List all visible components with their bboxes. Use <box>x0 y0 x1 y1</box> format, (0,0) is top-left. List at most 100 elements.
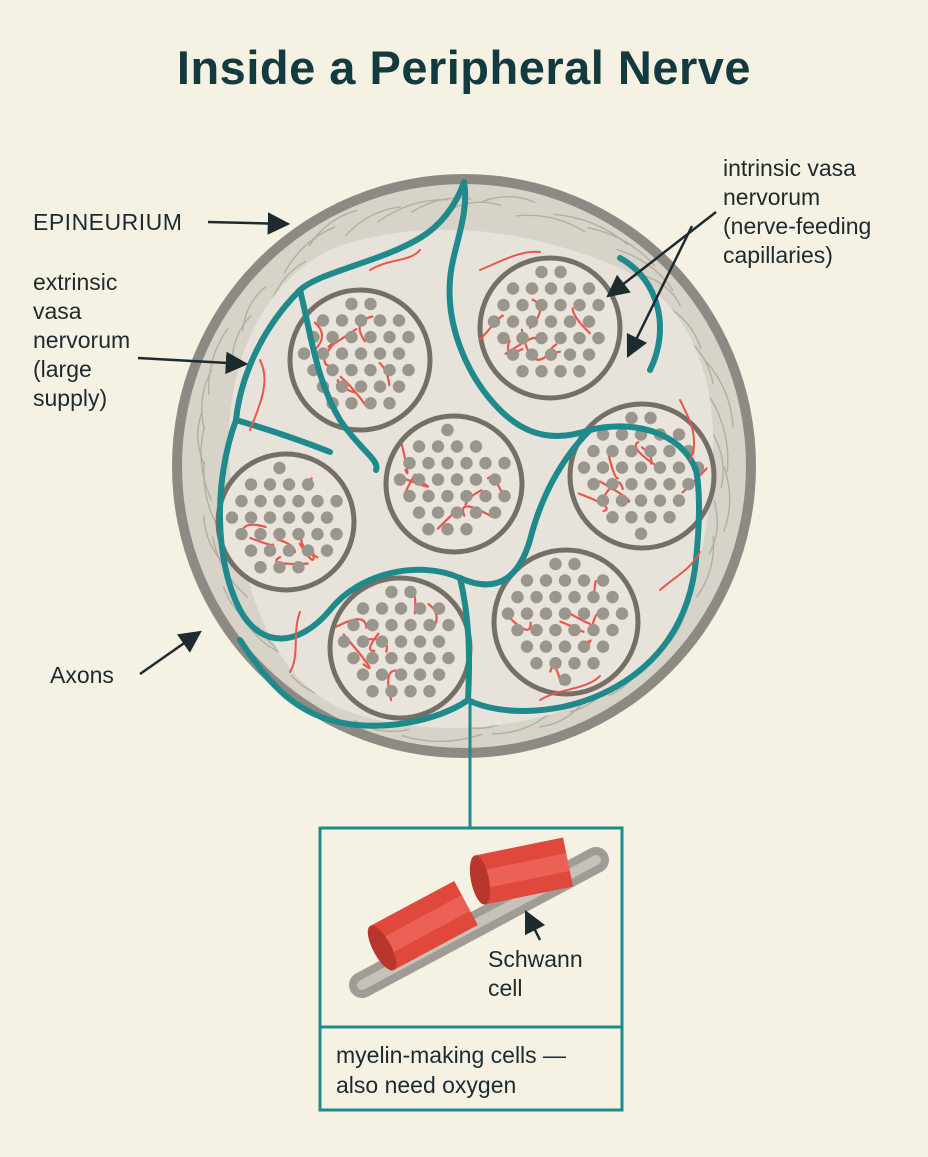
axon-dot <box>488 506 502 519</box>
axon-dot <box>383 330 396 344</box>
axon-dot <box>460 523 473 536</box>
axon-dot <box>335 380 349 393</box>
axon-dot <box>479 456 492 470</box>
axon-dot <box>375 602 389 615</box>
axon-dot <box>460 489 473 503</box>
axon-dot <box>320 544 334 557</box>
axon-dot <box>568 623 581 637</box>
axon-dot <box>606 511 619 524</box>
label-epineurium: EPINEURIUM <box>33 209 183 235</box>
connective-capillary <box>249 359 266 431</box>
vasa-nervorum-vessels <box>216 179 702 729</box>
axon-dot <box>335 314 349 327</box>
axon-dot <box>311 494 324 508</box>
axon-dot <box>432 668 446 681</box>
axon-dot <box>535 265 548 279</box>
axon-dot <box>596 461 610 474</box>
axon-dot <box>337 635 351 648</box>
axon-dot <box>554 331 567 345</box>
axon-dot <box>356 602 370 615</box>
fascicle <box>327 575 473 721</box>
axon-dot <box>663 444 676 458</box>
axon-dot <box>511 623 524 637</box>
fascicle <box>287 287 433 433</box>
epineurium-fiber <box>197 410 206 467</box>
axon-dot <box>431 440 445 453</box>
axon-dot <box>544 282 558 295</box>
axon-dot <box>263 478 277 491</box>
axon-dot <box>383 397 396 410</box>
axon-dot <box>404 685 417 698</box>
epineurium-fiber <box>401 733 483 743</box>
axon-dot <box>587 657 600 670</box>
axon-dot <box>596 607 610 620</box>
axon-dot <box>442 618 455 632</box>
arrow-intrinsic-1 <box>606 211 717 298</box>
axon-dot <box>615 428 629 441</box>
epineurium-fiber <box>708 500 719 555</box>
label-intrinsic-vasa-nervorum: intrinsic vasa nervorum (nerve-feeding c… <box>723 155 872 268</box>
axon-dot <box>450 440 464 453</box>
intrinsic-capillary <box>339 375 367 407</box>
axon-dot <box>596 494 610 507</box>
axon-dot <box>385 618 398 632</box>
axon-dot <box>497 331 510 345</box>
axon-dot <box>345 297 358 311</box>
axon-dot <box>558 574 572 587</box>
axon-dot <box>563 282 577 295</box>
axon-dot <box>366 651 379 665</box>
axon-dot <box>587 590 600 604</box>
axon-dot <box>596 428 610 441</box>
myelinated-axon-illustration <box>349 837 609 998</box>
axon-dot <box>311 527 324 541</box>
axon-dot <box>335 347 349 360</box>
axon-dot <box>663 511 676 524</box>
axon-dot <box>292 527 305 541</box>
axon-dot <box>549 590 562 604</box>
axon-dot <box>364 397 377 410</box>
connective-capillary <box>369 249 421 271</box>
intrinsic-capillary <box>462 505 493 518</box>
epineurium-fiber <box>283 226 336 274</box>
epineurium-fiber <box>481 195 536 204</box>
axon-dot <box>404 618 417 632</box>
intrinsic-capillary <box>249 536 275 547</box>
axon-dot <box>530 590 543 604</box>
axon-dot <box>413 602 427 615</box>
axon-dot <box>273 527 286 541</box>
axon-dot <box>423 685 436 698</box>
perineurium <box>287 287 433 433</box>
axon-dot <box>587 623 600 637</box>
extrinsic-vessel <box>617 255 663 373</box>
label-schwann-cell: Schwann cell <box>488 946 583 1001</box>
axon-dot <box>412 506 426 519</box>
axon-dot <box>394 602 408 615</box>
axon-dot <box>530 623 543 637</box>
axon-dot <box>441 423 454 437</box>
axon-dot <box>634 494 648 507</box>
axon-dot <box>292 561 305 574</box>
axon-dot <box>506 348 520 361</box>
axon-dot <box>235 527 248 541</box>
axon-dot <box>682 477 695 491</box>
axon-dot <box>404 585 417 599</box>
extrinsic-vessel <box>457 575 473 703</box>
axon-dot <box>625 477 638 491</box>
axon-dot <box>644 411 657 425</box>
arrow-epineurium <box>207 212 291 235</box>
axon-dot <box>432 635 446 648</box>
axon-dot <box>254 494 267 508</box>
axon-dot <box>364 297 377 311</box>
axon-dot <box>497 298 510 312</box>
axon-dot <box>441 489 454 503</box>
axon-dot <box>375 668 389 681</box>
axon-dot <box>568 557 581 571</box>
epineurium-fiber <box>711 431 724 489</box>
axon-dot <box>506 315 520 328</box>
epineurium-fiber <box>207 327 230 395</box>
axon-dot <box>568 657 581 670</box>
axon-dot <box>432 602 446 615</box>
arrow-extrinsic-vasa <box>137 351 249 375</box>
